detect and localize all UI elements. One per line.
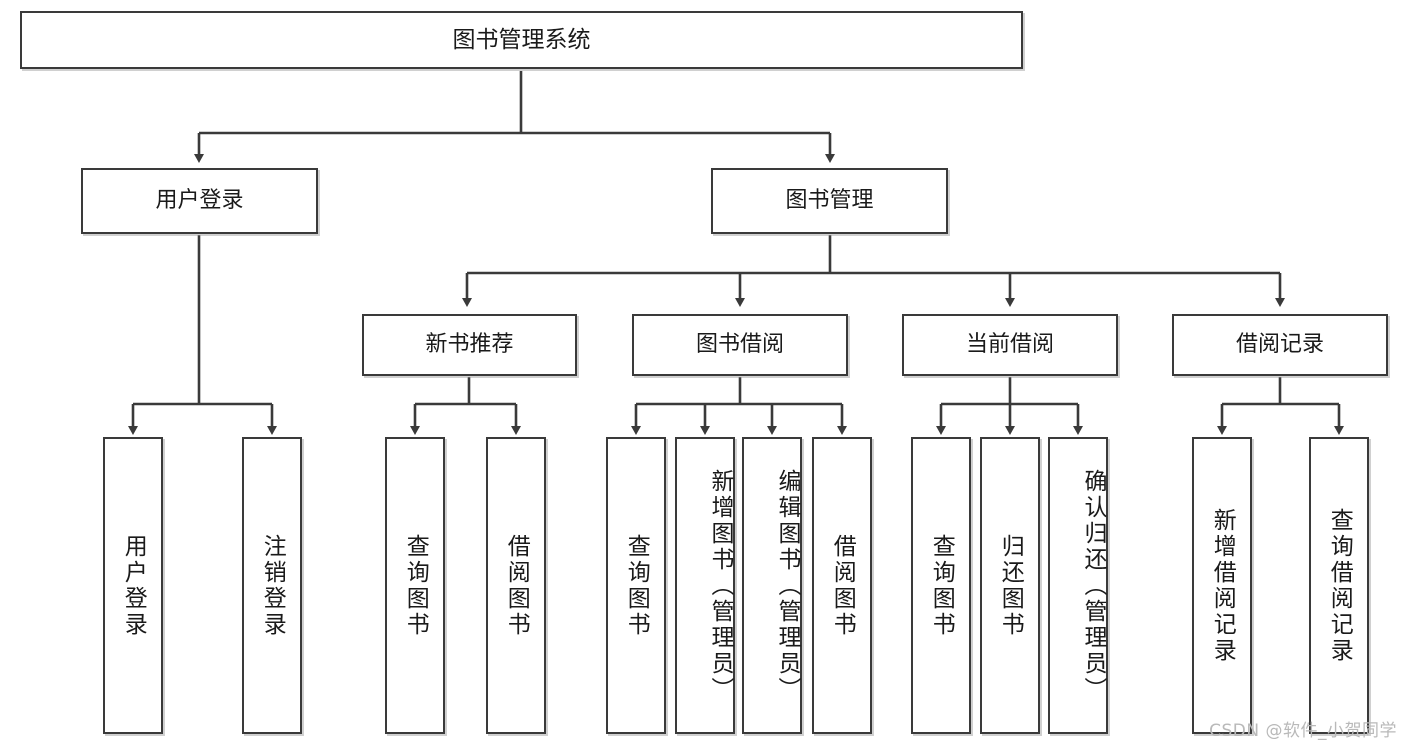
node-book-borrow[interactable]: 图书借阅 xyxy=(632,314,848,376)
node-new-book-recommend-label: 新书推荐 xyxy=(425,332,514,358)
leaf-user-login[interactable]: 用户登录 xyxy=(103,437,163,734)
leaf-edit-book-admin-label: 编辑图书（管理员） xyxy=(774,468,800,703)
leaf-query-book-current[interactable]: 查询图书 xyxy=(911,437,971,734)
node-current-borrow-label: 当前借阅 xyxy=(965,332,1054,358)
leaf-query-book-borrow[interactable]: 查询图书 xyxy=(606,437,666,734)
leaf-add-borrow-record-label: 新增借阅记录 xyxy=(1209,507,1236,664)
leaf-confirm-return-admin[interactable]: 确认归还（管理员） xyxy=(1048,437,1108,734)
leaf-query-book-recommend-label: 查询图书 xyxy=(402,533,429,638)
leaf-return-book-label: 归还图书 xyxy=(997,533,1024,638)
node-book-management-label: 图书管理 xyxy=(785,188,874,214)
node-root-label: 图书管理系统 xyxy=(452,26,591,53)
node-book-borrow-label: 图书借阅 xyxy=(695,332,784,358)
leaf-logout[interactable]: 注销登录 xyxy=(242,437,302,734)
node-borrow-record-label: 借阅记录 xyxy=(1235,332,1324,358)
leaf-return-book[interactable]: 归还图书 xyxy=(980,437,1040,734)
node-user-login[interactable]: 用户登录 xyxy=(81,168,318,234)
leaf-borrow-book-recommend-label: 借阅图书 xyxy=(503,533,530,638)
leaf-confirm-return-admin-label: 确认归还（管理员） xyxy=(1080,468,1106,703)
watermark-text: CSDN @软件_小贺同学 xyxy=(1209,721,1397,741)
leaf-borrow-book-recommend[interactable]: 借阅图书 xyxy=(486,437,546,734)
leaf-query-borrow-record-label: 查询借阅记录 xyxy=(1326,507,1353,664)
leaf-add-book-admin-label: 新增图书（管理员） xyxy=(707,468,733,703)
leaf-query-book-borrow-label: 查询图书 xyxy=(623,533,650,638)
leaf-query-book-current-label: 查询图书 xyxy=(928,533,955,638)
leaf-query-borrow-record[interactable]: 查询借阅记录 xyxy=(1309,437,1369,734)
node-root[interactable]: 图书管理系统 xyxy=(20,11,1023,69)
node-borrow-record[interactable]: 借阅记录 xyxy=(1172,314,1388,376)
leaf-add-book-admin[interactable]: 新增图书（管理员） xyxy=(675,437,735,734)
leaf-add-borrow-record[interactable]: 新增借阅记录 xyxy=(1192,437,1252,734)
leaf-borrow-book-label: 借阅图书 xyxy=(829,533,856,638)
node-new-book-recommend[interactable]: 新书推荐 xyxy=(362,314,577,376)
leaf-logout-label: 注销登录 xyxy=(259,533,286,638)
leaf-query-book-recommend[interactable]: 查询图书 xyxy=(385,437,445,734)
node-book-management[interactable]: 图书管理 xyxy=(711,168,948,234)
node-user-login-label: 用户登录 xyxy=(155,188,244,214)
leaf-borrow-book[interactable]: 借阅图书 xyxy=(812,437,872,734)
node-current-borrow[interactable]: 当前借阅 xyxy=(902,314,1118,376)
leaf-user-login-label: 用户登录 xyxy=(120,533,147,638)
leaf-edit-book-admin[interactable]: 编辑图书（管理员） xyxy=(742,437,802,734)
